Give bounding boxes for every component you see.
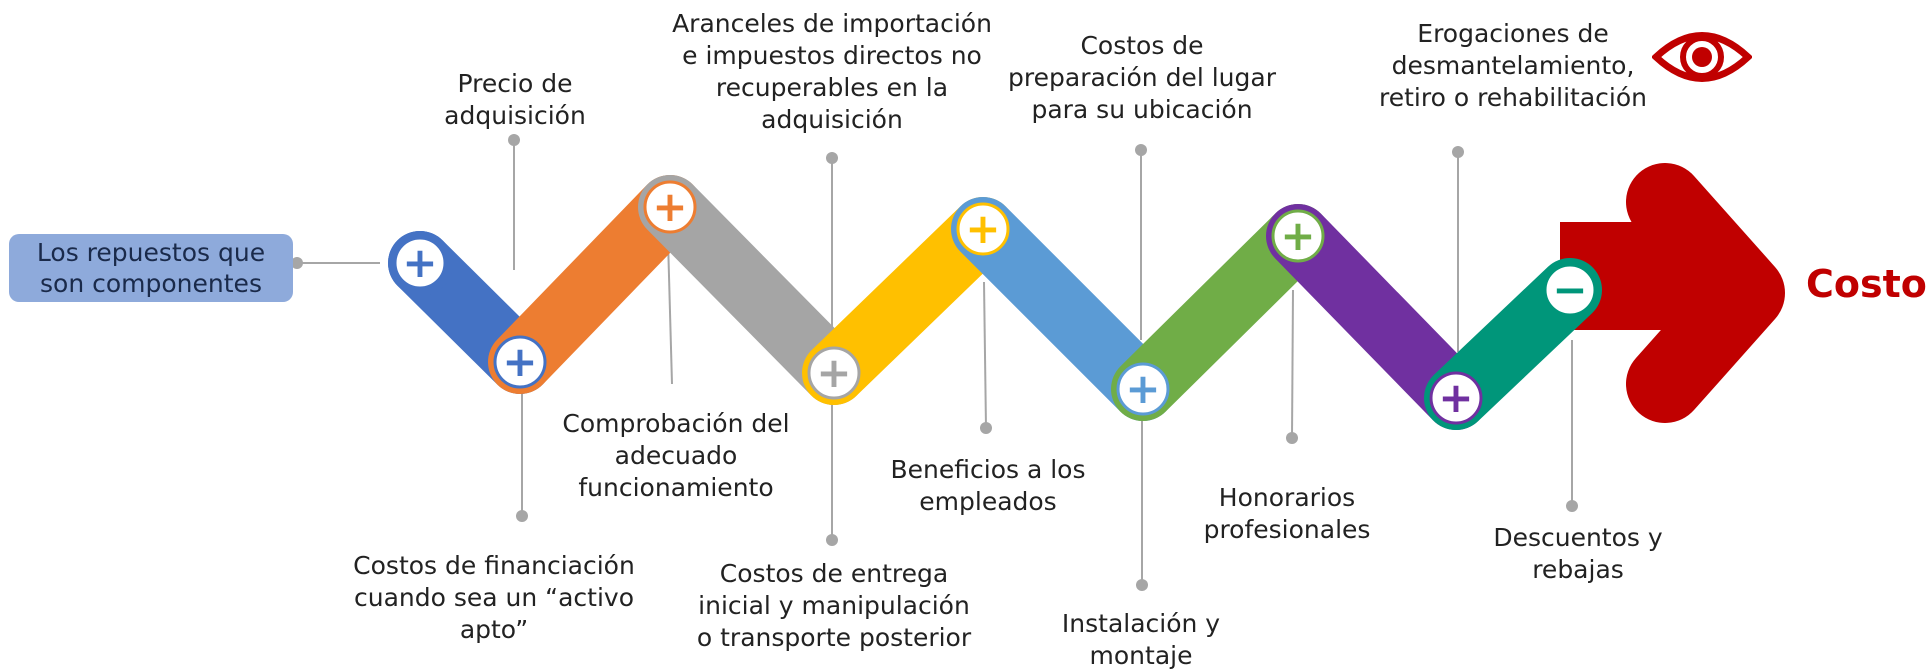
sign-circle [1429,371,1483,425]
leader-dot [826,534,838,546]
minus-sign: − [1552,265,1587,314]
label-honorarios-profesionales: Honorarios profesionales [1203,483,1371,544]
band-segment-lightblue [951,197,1175,421]
plus-sign: + [816,348,851,397]
label-precio-adquisicion: Precio de adquisición [444,69,586,130]
band-segment-gray [638,175,866,405]
label-costos-preparacion: Costos de preparación del lugar para su … [1008,31,1276,124]
plus-sign: + [502,337,537,386]
leader-line [983,281,987,429]
eye-icon [1652,32,1752,82]
arrow-head [1626,163,1785,423]
leader-dot [516,510,528,522]
leader-dot [1566,500,1578,512]
label-descuentos-rebajas: Descuentos y rebajas [1493,523,1663,584]
band-segment-purple [1266,204,1488,430]
plus-sign: + [402,238,437,287]
plus-sign: + [965,204,1000,253]
sign-circle [643,180,697,234]
sign-circle [1271,209,1325,263]
leader-dot [1135,144,1147,156]
label-aranceles-importacion: Aranceles de importación e impuestos dir… [672,9,992,134]
sign-circle [493,335,547,389]
plus-sign: + [1438,373,1473,422]
sign-circle [807,346,861,400]
label-beneficios-empleados: Beneficios a los empleados [890,455,1086,516]
leader-dot [1136,579,1148,591]
sign-circle [1116,362,1170,416]
label-costos-entrega: Costos de entrega inicial y manipulación… [696,559,972,652]
leader-line [667,239,673,385]
band-segment-yellow [802,197,1015,405]
leader-dot [1286,432,1298,444]
result-label: Costo [1806,262,1927,306]
start-connector-dot [291,257,303,269]
label-instalacion-montaje: Instalación y montaje [1061,609,1221,670]
plus-sign: + [1125,364,1160,413]
label-erogaciones-desmantelamiento: Erogaciones de desmantelamiento, retiro … [1378,19,1648,112]
leader-dot [826,152,838,164]
plus-sign: + [652,182,687,231]
leader-line [1291,289,1294,439]
sign-circle [956,202,1010,256]
sign-circle [393,236,447,290]
band-segment-green [1111,204,1330,421]
band-segment-orange [488,175,702,394]
sign-circle [1543,263,1597,317]
start-box: Los repuestos que son componentes [9,234,293,302]
label-costos-financiacion: Costos de financiación cuando sea un “ac… [353,551,635,644]
leader-dot [1452,146,1464,158]
label-comprobacion-funcionamiento: Comprobación del adecuado funcionamiento [562,409,790,502]
plus-sign: + [1280,211,1315,260]
leader-dot [508,134,520,146]
leader-dot [980,422,992,434]
